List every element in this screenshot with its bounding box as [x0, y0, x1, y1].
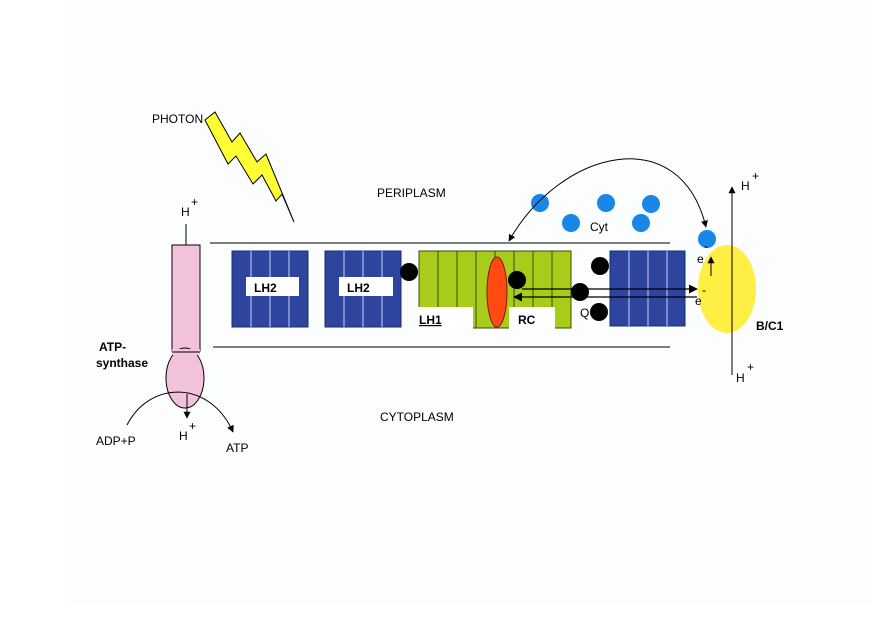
cytoplasm-label: CYTOPLASM	[380, 410, 454, 424]
reaction-center	[486, 256, 508, 328]
cyt-label: Cyt	[590, 220, 609, 234]
lh2-complex-a: LH2	[231, 250, 309, 328]
lh1-label: LH1	[419, 313, 442, 327]
bc1-label: B/C1	[756, 319, 784, 333]
h-plus-bottom-right: +	[747, 360, 754, 374]
adp-p-label: ADP+P	[96, 434, 136, 448]
cytochrome-dot	[642, 195, 660, 213]
photon-bolt-icon	[204, 111, 295, 223]
quinone-dot	[400, 263, 418, 281]
e-label-top: e	[697, 252, 704, 266]
quinone-dot	[591, 257, 609, 275]
h-label-bottom-right: H	[736, 371, 745, 385]
lh2-b-label: LH2	[347, 281, 370, 295]
periplasm-label: PERIPLASM	[377, 186, 446, 200]
h-plus-atp-bottom: +	[189, 419, 196, 433]
cytochrome-return-arrow	[508, 158, 708, 242]
quinone-dot	[590, 303, 608, 321]
atp-label: ATP	[226, 441, 248, 455]
e-minus-sign-bottom: -	[702, 283, 706, 297]
e-label-bottom: e	[695, 294, 702, 308]
atp-synthase-label-line1: ATP-	[99, 340, 126, 354]
h-label-top-right: H	[741, 179, 750, 193]
photon-label: PHOTON	[152, 112, 203, 126]
quinone-dot	[508, 271, 526, 289]
atp-synthesis-arrow	[126, 391, 234, 433]
cytochrome-dot	[632, 214, 650, 232]
h-label-atp-bottom: H	[179, 429, 188, 443]
lh2-a-label: LH2	[254, 281, 277, 295]
cytochrome-dot	[562, 214, 580, 232]
q-label: Q	[580, 306, 589, 320]
rc-label: RC	[518, 313, 536, 327]
h-plus-atp-top: +	[191, 195, 198, 209]
cytochrome-dot	[698, 230, 716, 248]
e-minus-sign-top: -	[704, 239, 708, 253]
atp-synthase-label-line2: synthase	[96, 356, 148, 370]
cytochrome-dot	[531, 194, 549, 212]
h-plus-top-right: +	[752, 169, 759, 183]
quinone-dot	[571, 283, 589, 301]
bc1-complex	[698, 245, 756, 333]
atp-synthase	[165, 224, 205, 409]
cytochrome-dot	[597, 194, 615, 212]
h-label-atp-top: H	[181, 205, 190, 219]
lh2-complex-b: LH2	[324, 250, 402, 328]
